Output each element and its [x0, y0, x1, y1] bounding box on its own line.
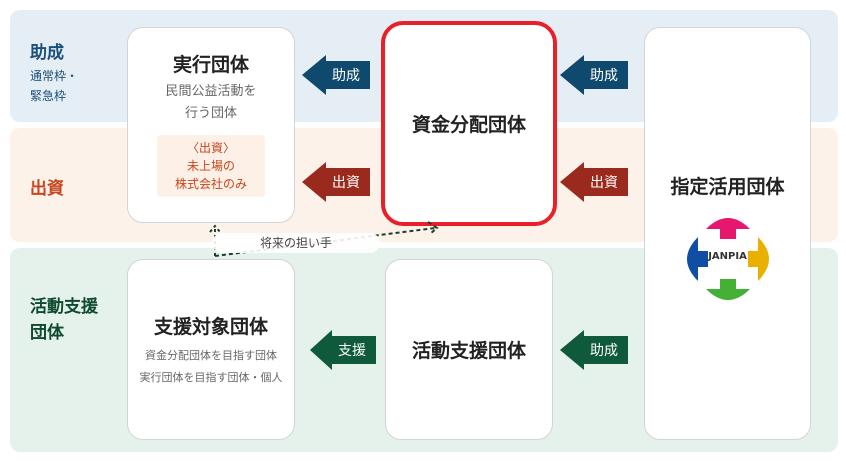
support-target-desc-2: 実行団体を目指す団体・個人	[139, 371, 283, 384]
support-target-org-title: 支援対象団体	[153, 316, 268, 338]
note-line-1: 〈出資〉	[186, 141, 235, 155]
support-arrow-right-label: 助成	[584, 336, 628, 364]
grant-arrow-right-label: 助成	[584, 61, 628, 89]
support-arrow-right: 助成	[560, 330, 628, 370]
grant-arrow-left-label: 助成	[326, 61, 370, 89]
janpia-logo: JANPIA	[678, 209, 778, 309]
support-row-label-2: 団体	[30, 323, 64, 343]
designated-org-box: 指定活用団体 JANPIA	[644, 27, 811, 440]
fund-distribution-org-title: 資金分配団体	[411, 114, 526, 136]
investment-arrow-right-label: 出資	[584, 168, 628, 196]
grant-sub-1: 通常枠・	[30, 69, 79, 83]
support-target-desc-1: 資金分配団体を目指す団体	[145, 349, 277, 362]
fund-distribution-org-box: 資金分配団体	[381, 21, 557, 226]
activity-support-org-box: 活動支援団体	[385, 259, 553, 440]
investment-row-label: 出資	[30, 179, 64, 199]
investment-arrow-left-label: 出資	[326, 168, 370, 196]
activity-support-org-title: 活動支援団体	[411, 340, 526, 362]
support-arrow-left-label: 支援	[332, 336, 376, 364]
grant-arrow-right: 助成	[560, 55, 628, 95]
note-line-3: 株式会社のみ	[174, 177, 247, 191]
support-target-org-box: 支援対象団体 資金分配団体を目指す団体 実行団体を目指す団体・個人	[127, 259, 295, 440]
grant-sub-2: 緊急枠	[30, 89, 67, 103]
executing-org-title: 実行団体	[172, 54, 249, 76]
investment-note: 〈出資〉 未上場の 株式会社のみ	[157, 135, 265, 197]
janpia-logo-text: JANPIA	[708, 251, 747, 262]
future-label: 将来の担い手	[212, 233, 380, 253]
executing-org-box: 実行団体 民間公益活動を 行う団体 〈出資〉 未上場の 株式会社のみ	[127, 27, 295, 223]
grant-row-label: 助成	[30, 43, 64, 63]
support-row-label-1: 活動支援	[30, 297, 98, 317]
note-line-2: 未上場の	[186, 159, 235, 173]
designated-org-title: 指定活用団体	[670, 176, 785, 198]
executing-org-desc-2: 行う団体	[184, 106, 237, 121]
support-arrow-left: 支援	[310, 330, 376, 370]
grant-arrow-left: 助成	[302, 55, 370, 95]
investment-arrow-right: 出資	[560, 162, 628, 202]
investment-arrow-left: 出資	[302, 162, 370, 202]
executing-org-desc-1: 民間公益活動を	[165, 84, 257, 99]
